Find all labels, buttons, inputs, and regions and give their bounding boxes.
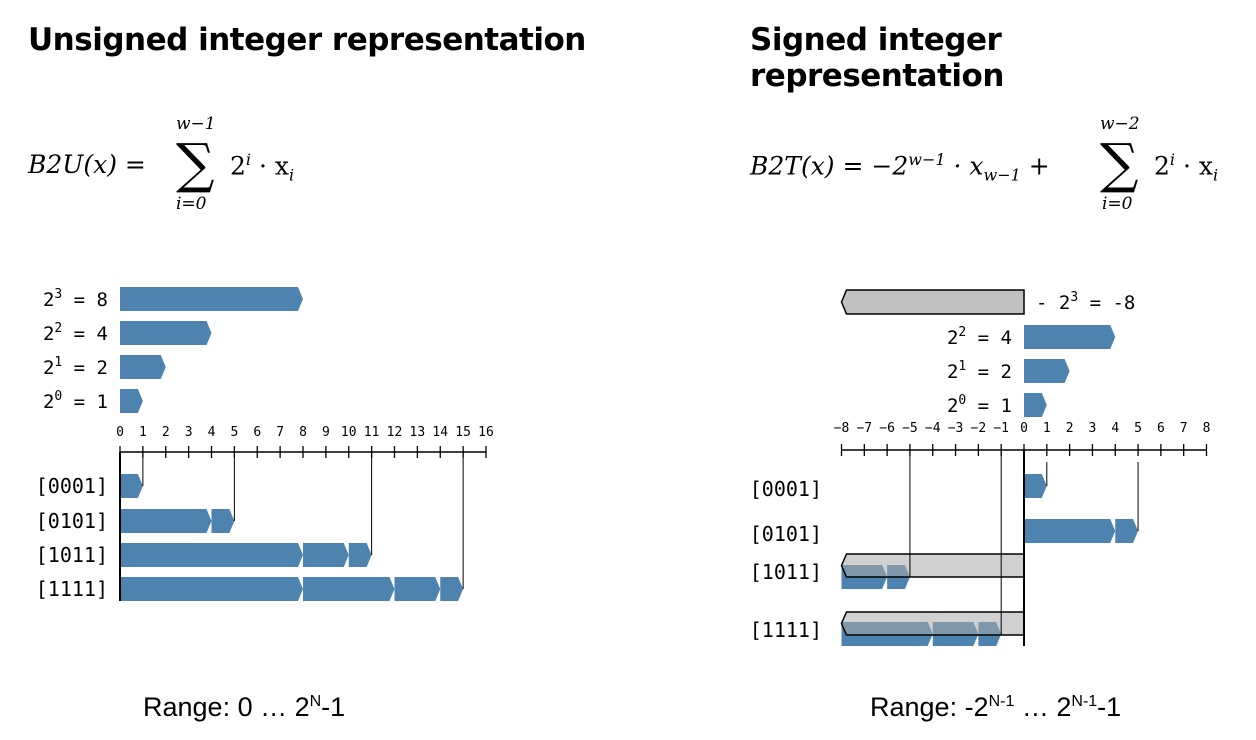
row-label: [1111] <box>750 618 822 642</box>
weight-bar <box>1024 325 1116 349</box>
bit-segment <box>120 474 143 498</box>
axis-tick-label: 1 <box>1043 421 1051 436</box>
axis-tick-label: 3 <box>1089 421 1097 436</box>
negative-weight-overlay <box>840 553 1025 578</box>
axis-tick-label: 4 <box>208 425 216 440</box>
axis-tick-label: 14 <box>432 425 448 440</box>
weight-bar <box>120 321 212 345</box>
weight-label: 20 = 1 <box>947 393 1012 417</box>
axis-tick-label: −1 <box>993 421 1009 436</box>
weight-label: 23 = 8 <box>43 287 108 311</box>
bit-segment <box>1115 519 1139 543</box>
axis-tick-label: 13 <box>410 425 426 440</box>
axis-tick-label: −7 <box>856 421 872 436</box>
sum-upper: w−2 <box>1100 114 1140 134</box>
row-label: [1011] <box>36 543 108 567</box>
negative-weight-bar <box>840 289 1025 315</box>
axis-tick-label: 16 <box>478 425 494 440</box>
axis-tick-label: 5 <box>1134 421 1142 436</box>
row-label: [1011] <box>750 560 822 584</box>
row-label: [1111] <box>36 577 108 601</box>
bit-segment <box>120 577 303 601</box>
bit-segment <box>1024 519 1116 543</box>
weight-label: 21 = 2 <box>43 355 108 379</box>
sum-lower: i=0 <box>176 194 207 214</box>
bit-segment <box>348 543 372 567</box>
bit-segment <box>394 577 441 601</box>
axis-tick-label: −5 <box>902 421 918 436</box>
weight-label: 21 = 2 <box>947 359 1012 383</box>
axis-tick-label: 15 <box>455 425 471 440</box>
weight-bar <box>1024 393 1047 417</box>
weight-bar <box>120 389 143 413</box>
axis-tick-label: 11 <box>364 425 380 440</box>
weight-label: 22 = 4 <box>43 321 108 345</box>
weight-bar <box>120 287 303 311</box>
signed-range: Range: -2N-1 … 2N-1-1 <box>870 692 1122 722</box>
axis-tick-label: −3 <box>948 421 964 436</box>
axis-tick-label: 7 <box>1180 421 1188 436</box>
sum-symbol-icon: ∑ <box>176 132 215 195</box>
b2u-formula: B2U(x) = ∑ w−1 i=0 2i · xi <box>28 114 294 214</box>
row-label: [0001] <box>750 477 822 501</box>
weight-label: - 23 = -8 <box>1036 290 1135 314</box>
sum-symbol-icon: ∑ <box>1100 132 1139 195</box>
axis-tick-label: 8 <box>1203 421 1211 436</box>
axis-tick-label: 12 <box>387 425 403 440</box>
axis-tick-label: 4 <box>1111 421 1119 436</box>
bit-segment <box>211 509 235 533</box>
axis-tick-label: 2 <box>1066 421 1074 436</box>
row-label: [0101] <box>750 522 822 546</box>
axis-tick-label: 3 <box>185 425 193 440</box>
axis-tick-label: −4 <box>925 421 941 436</box>
sum-lower: i=0 <box>1102 194 1133 214</box>
axis-tick-label: 7 <box>276 425 284 440</box>
axis-tick-label: −6 <box>879 421 895 436</box>
weight-bar <box>1024 359 1070 383</box>
row-label: [0101] <box>36 509 108 533</box>
bit-segment <box>120 543 303 567</box>
unsigned-range: Range: 0 … 2N-1 <box>143 692 346 722</box>
row-label: [0001] <box>36 474 108 498</box>
weight-label: 20 = 1 <box>43 389 108 413</box>
axis-tick-label: −8 <box>834 421 850 436</box>
b2t-formula: B2T(x) = −2w−1 · xw−1 + ∑ w−2 i=0 2i · x… <box>750 114 1219 214</box>
axis-tick-label: 9 <box>322 425 330 440</box>
sum-upper: w−1 <box>176 114 216 134</box>
axis-tick-label: −2 <box>971 421 987 436</box>
bit-segment <box>303 577 395 601</box>
axis-tick-label: 8 <box>299 425 307 440</box>
bit-segment <box>303 543 349 567</box>
formula-lhs: B2T(x) = −2 <box>750 151 909 181</box>
axis-tick-label: 1 <box>139 425 147 440</box>
axis-tick-label: 5 <box>230 425 238 440</box>
bit-segment <box>440 577 464 601</box>
bit-segment <box>120 509 212 533</box>
formula-lhs: B2U(x) = <box>28 150 146 179</box>
negative-weight-overlay <box>840 611 1025 636</box>
bit-segment <box>1024 474 1047 498</box>
axis-tick-label: 6 <box>1157 421 1165 436</box>
unsigned-title: Unsigned integer representation <box>28 22 586 58</box>
axis-tick-label: 0 <box>116 425 124 440</box>
axis-tick-label: 10 <box>341 425 357 440</box>
axis-tick-label: 6 <box>253 425 261 440</box>
weight-bar <box>120 355 166 379</box>
axis-tick-label: 0 <box>1020 421 1028 436</box>
formula-term: 2i · xi <box>230 150 295 185</box>
axis-tick-label: 2 <box>162 425 170 440</box>
formula-term: 2i · xi <box>1154 150 1219 185</box>
signed-title: Signed integer representation <box>750 22 1004 94</box>
weight-label: 22 = 4 <box>947 325 1012 349</box>
